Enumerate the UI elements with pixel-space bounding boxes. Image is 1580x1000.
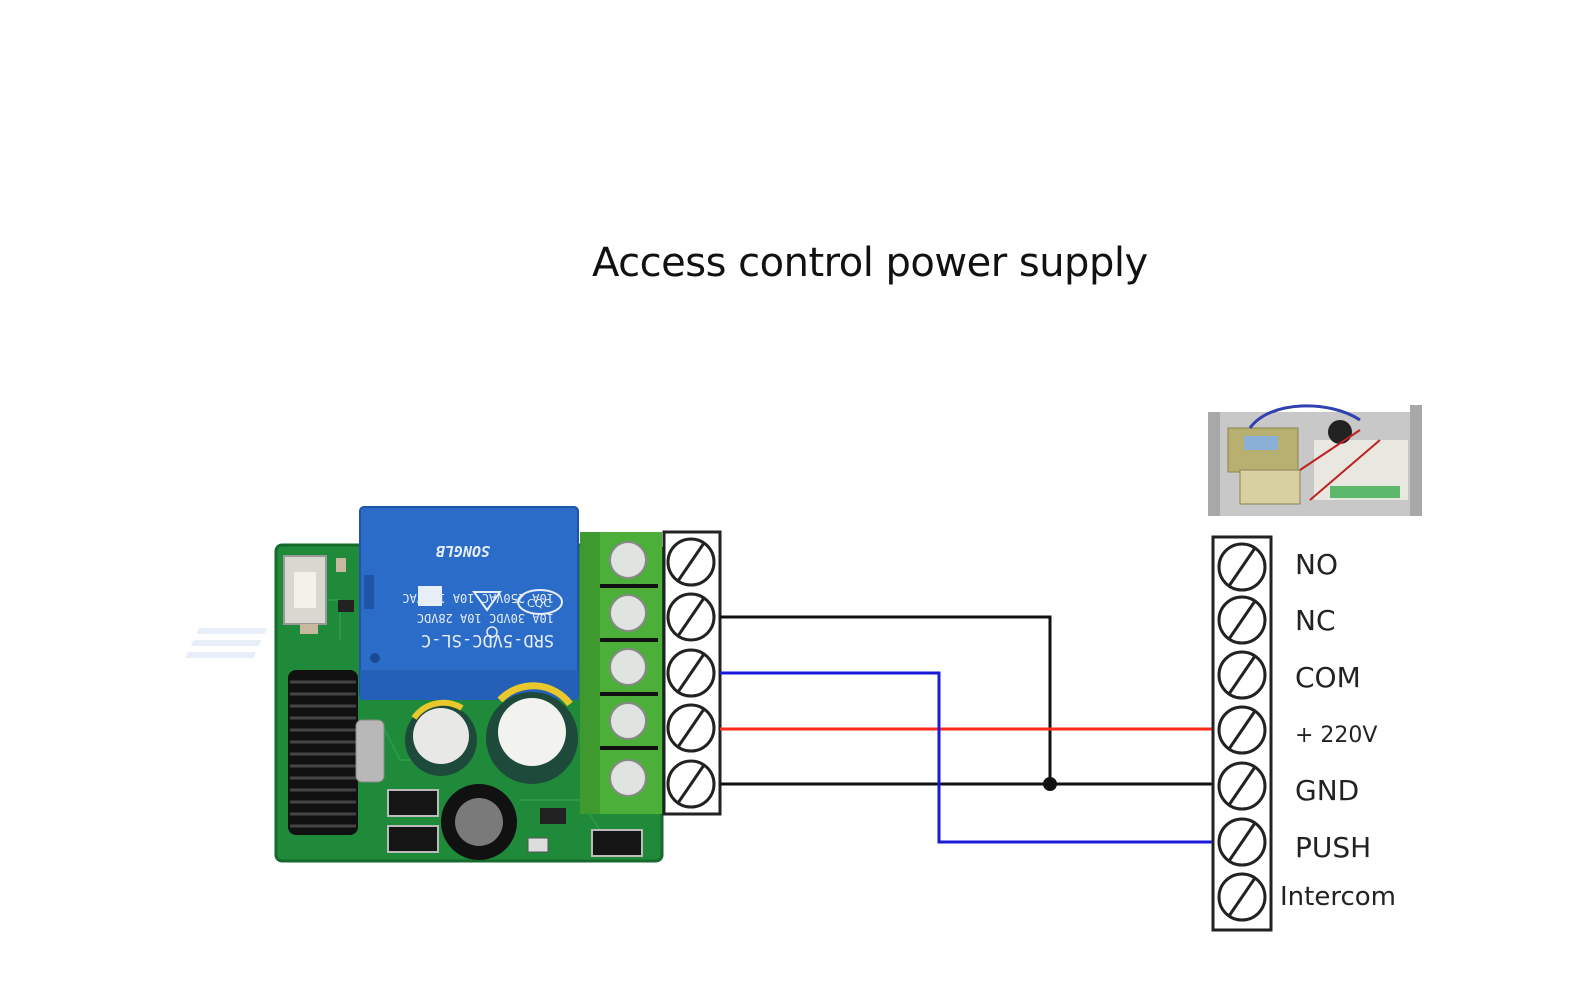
smd-diode [387,825,439,853]
relay-module: SRD-5VDC-SL-C 10A 30VDC 10A 28VDC 10A 25… [185,506,664,863]
pairing-button [283,555,327,625]
diagram-title: Access control power supply [592,240,1148,286]
capacitor-large [486,682,578,784]
terminal-label-push: PUSH [1295,831,1371,864]
power-supply-terminals: NO NC COM + 220V GND PUSH Intercom [1211,535,1396,932]
wires [720,615,1214,844]
svg-text:CQC: CQC [527,597,551,610]
inductor [441,784,517,860]
crystal [355,719,385,783]
terminal-label-gnd: GND [1295,774,1359,807]
junction-dot [1043,777,1057,791]
relay-terminal-block [580,532,662,814]
terminal-label-com: COM [1295,661,1361,694]
transistor [540,808,566,824]
relay: SRD-5VDC-SL-C 10A 30VDC 10A 28VDC 10A 25… [185,506,579,700]
relay-schematic-terminals [662,530,722,816]
wire-relay-3-to-push [720,671,1214,844]
relay-cert-logos: CQC [185,586,563,658]
antenna-coil [288,670,358,835]
smd-diode [591,829,643,857]
terminal-label-no: NO [1295,548,1338,581]
terminal-label-220v: + 220V [1295,723,1377,748]
terminal-label-nc: NC [1295,604,1336,637]
relay-brand-text: SONGLB [436,542,490,560]
terminal-label-intercom: Intercom [1280,882,1396,912]
relay-rating-1-text: 10A 30VDC 10A 28VDC [417,611,554,625]
power-supply-photo [1208,404,1422,516]
smd-diode [387,789,439,817]
wire-relay-2-to-gnd [720,615,1052,784]
capacitor-small [405,699,477,776]
relay-model-text: SRD-5VDC-SL-C [421,630,554,650]
